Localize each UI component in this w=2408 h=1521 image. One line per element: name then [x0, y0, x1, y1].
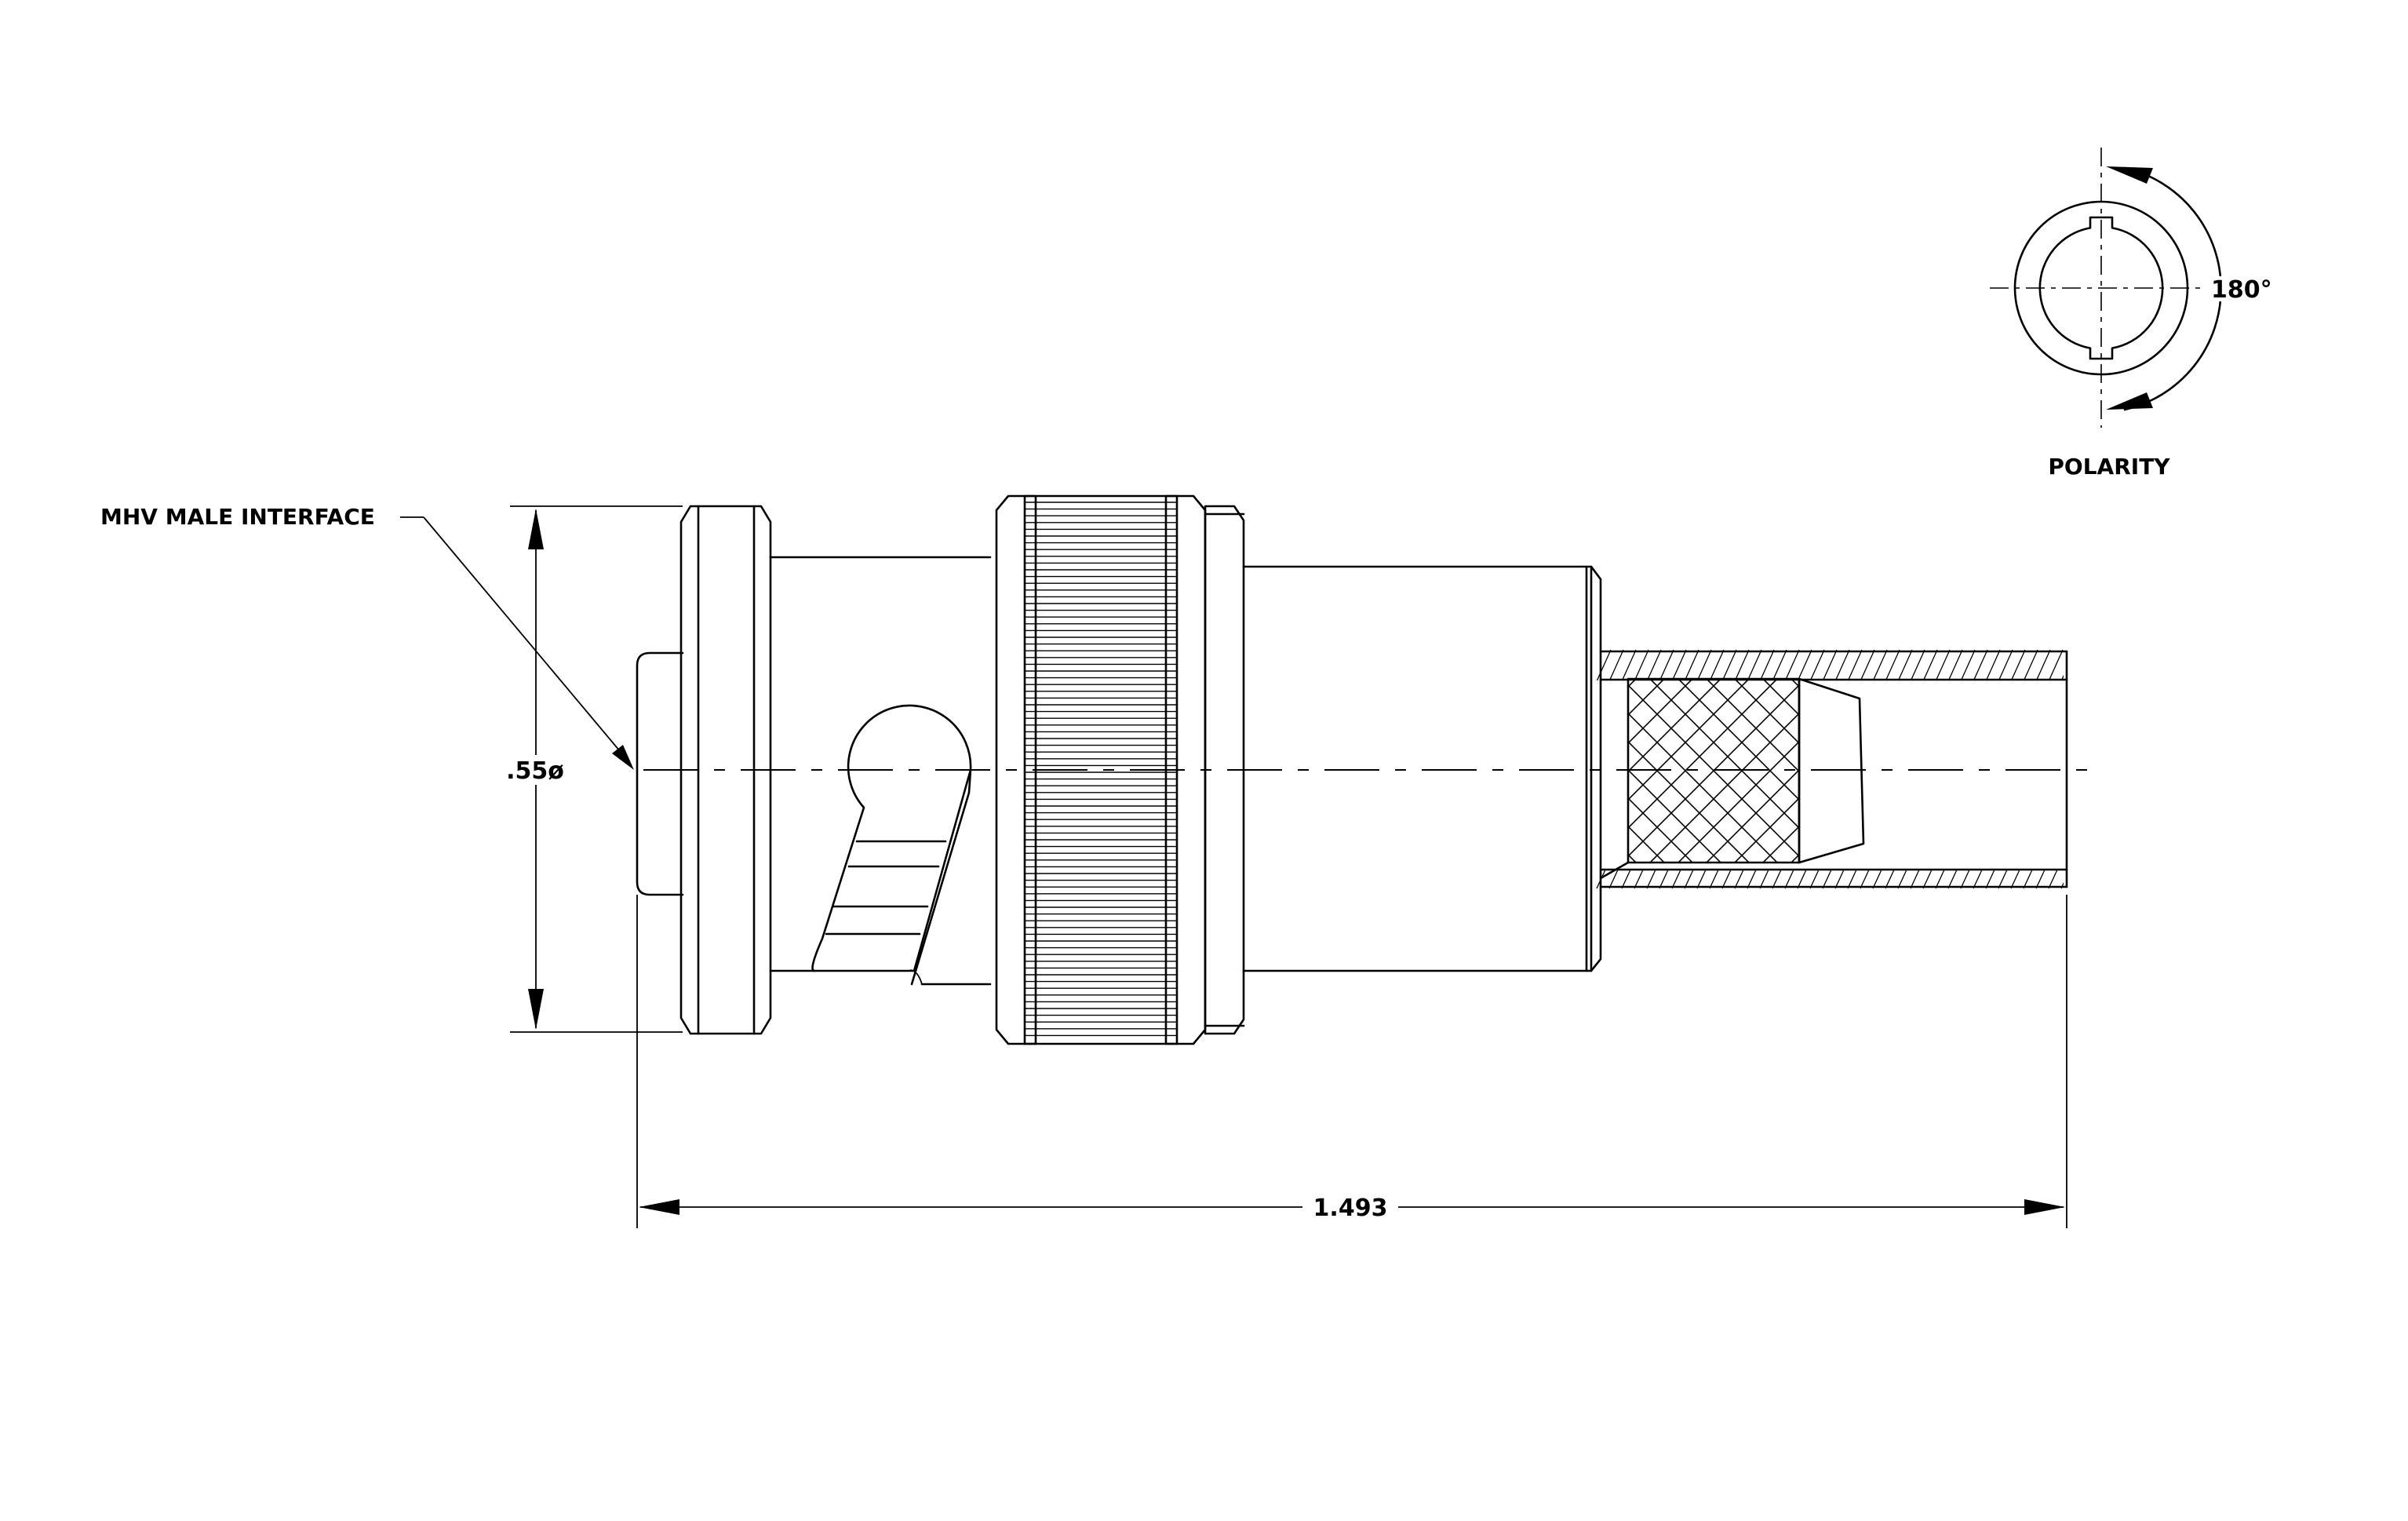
diameter-label: .55ø	[506, 757, 564, 785]
polarity-angle-label: 180°	[2211, 276, 2272, 304]
diameter-dimension: .55ø	[499, 505, 683, 1033]
length-dimension: 1.493	[636, 895, 2067, 1228]
bayonet-slot	[811, 704, 972, 986]
rear-body	[1242, 565, 1602, 972]
length-arrow-left	[639, 1199, 679, 1215]
polarity-view: 180° POLARITY	[1990, 148, 2272, 480]
knurled-ring	[995, 494, 1245, 1045]
polarity-arrow-bottom	[2106, 392, 2153, 410]
interface-callout-label: MHV MALE INTERFACE	[100, 504, 375, 530]
interface-callout: MHV MALE INTERFACE	[100, 504, 634, 770]
polarity-key-profile	[2038, 216, 2164, 360]
length-arrow-right	[2024, 1199, 2065, 1215]
length-label: 1.493	[1313, 1195, 1388, 1222]
polarity-arrow-top	[2106, 166, 2153, 184]
coupling-sleeve	[769, 556, 992, 986]
polarity-title: POLARITY	[2048, 454, 2170, 480]
diameter-arrow-top	[528, 509, 544, 549]
braid-crimp	[1599, 677, 1865, 880]
polarity-outer-ring	[2013, 200, 2189, 376]
front-interface-plate	[636, 651, 684, 896]
diameter-arrow-bottom	[528, 989, 544, 1030]
connector-body	[636, 494, 2103, 1045]
callout-arrowhead	[612, 745, 634, 770]
